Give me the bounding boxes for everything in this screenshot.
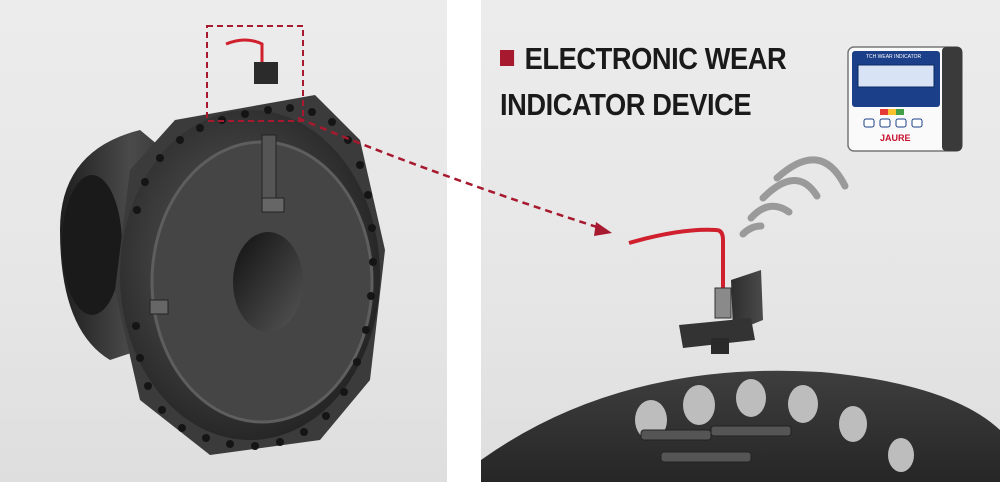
highlight-box: [206, 25, 304, 122]
device-buttons: [863, 118, 923, 128]
sensor-cable-small: [225, 38, 264, 66]
device-screen: [857, 64, 935, 88]
hub-end: [62, 175, 122, 315]
center-bore: [233, 232, 303, 332]
title-line-2: INDICATOR DEVICE: [500, 87, 752, 122]
square-bullet-icon: [500, 50, 515, 66]
sensor-small: [254, 62, 278, 84]
bolt-pins: [640, 425, 792, 463]
device-screen-title: TCH WEAR INDICATOR: [866, 54, 922, 60]
page-title: ELECTRONIC WEAR INDICATOR DEVICE: [500, 36, 787, 128]
left-panel-coupling-view: [0, 0, 447, 482]
wear-indicator-device: TCH WEAR INDICATOR JAURE: [846, 45, 964, 153]
detail-illustration: [481, 227, 1000, 482]
sensor-cable: [628, 227, 725, 295]
title-line-1: ELECTRONIC WEAR: [500, 36, 787, 82]
sensor-bracket: [731, 270, 763, 332]
sensor-connector: [714, 287, 732, 319]
coupling-illustration: [60, 25, 385, 455]
panel-gap: [447, 0, 481, 482]
sensor-base: [679, 318, 755, 348]
device-body: [847, 46, 963, 152]
device-brand-logo: JAURE: [880, 133, 911, 143]
